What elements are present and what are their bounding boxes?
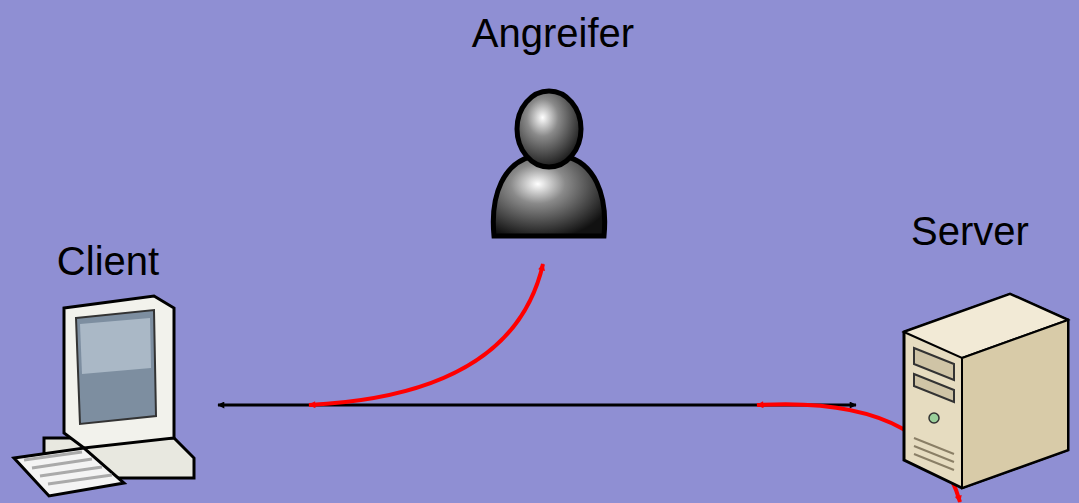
interception-arrow	[309, 264, 543, 405]
icon-node: Angreifer	[446, 10, 660, 260]
client-computer-icon	[4, 288, 204, 500]
node-label: Server	[862, 208, 1078, 254]
node-label: Angreifer	[446, 10, 660, 56]
node-label: Client	[4, 238, 212, 284]
icon-node: Client	[4, 238, 212, 502]
icon-node: Server	[862, 208, 1078, 498]
server-icon	[900, 290, 1072, 492]
attacker-icon	[484, 84, 614, 244]
interception-arrow	[757, 404, 960, 502]
